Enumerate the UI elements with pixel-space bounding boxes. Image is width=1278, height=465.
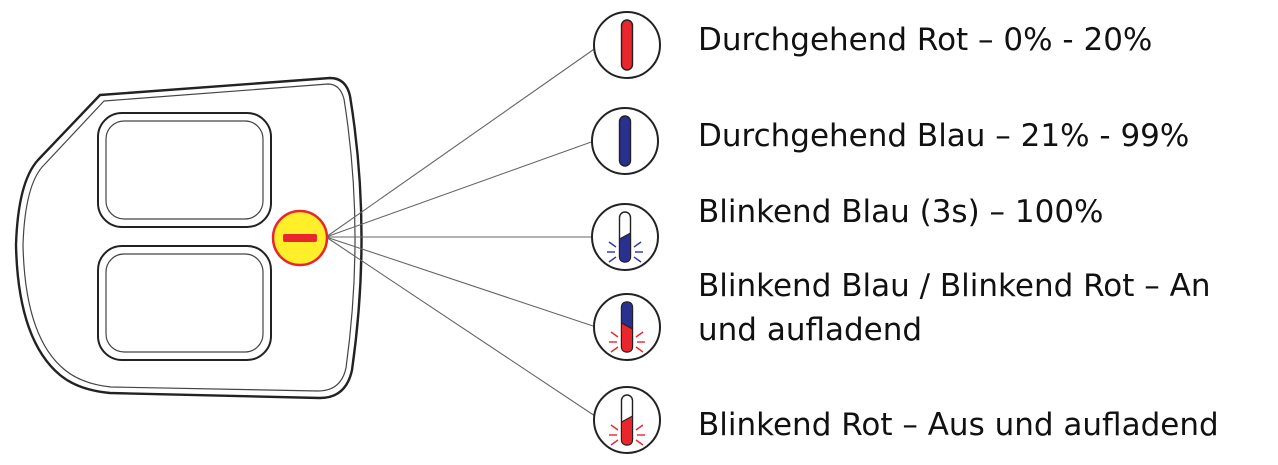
leader-line-1 <box>325 44 601 238</box>
blink-ray-5 <box>635 346 644 353</box>
device-bottom-button-outer <box>97 245 272 361</box>
indicator-blinking-blue-red-icon <box>593 293 661 361</box>
legend-text-solid-red: Durchgehend Rot – 0% - 20% <box>698 22 1153 58</box>
legend-text-blinking-blue-red: Blinkend Blau / Blinkend Rot – An und au… <box>698 268 1211 348</box>
indicator-fill <box>621 415 633 446</box>
legend-text-blinking-blue: Blinkend Blau (3s) – 100% <box>698 194 1104 230</box>
indicator-bar <box>618 115 632 167</box>
indicator-solid-red-icon <box>593 11 661 79</box>
legend-text-blinking-red: Blinkend Rot – Aus und aufladend <box>698 407 1219 443</box>
device-bottom-button-inner <box>105 253 264 353</box>
status-led-mark <box>283 234 317 242</box>
blink-ray-2 <box>608 256 617 263</box>
status-led-button <box>271 209 329 267</box>
blink-ray-3 <box>635 424 644 431</box>
leader-line-2 <box>325 140 595 238</box>
indicator-bar <box>620 19 634 71</box>
indicator-blinking-blue-icon <box>591 203 659 271</box>
device-top-button-outer <box>97 112 272 228</box>
blink-ray-0 <box>610 424 619 431</box>
blink-ray-0 <box>608 241 617 248</box>
leader-line-5 <box>325 236 602 421</box>
blink-ray-2 <box>610 439 619 446</box>
device-drawing <box>14 76 363 400</box>
indicator-fill <box>619 232 631 263</box>
device-inner-shell <box>22 83 356 392</box>
leader-lines <box>325 44 602 421</box>
blink-ray-2 <box>610 346 619 353</box>
indicator-fill-top <box>621 301 633 330</box>
indicator-fill-bottom <box>621 322 633 353</box>
blink-ray-3 <box>633 241 642 248</box>
device-outer-shell <box>14 76 363 400</box>
blink-ray-0 <box>610 331 619 338</box>
indicator-solid-blue-icon <box>591 107 659 175</box>
device-top-button-inner <box>105 120 264 220</box>
blink-ray-3 <box>635 331 644 338</box>
legend-icons <box>591 11 661 454</box>
blink-ray-5 <box>635 439 644 446</box>
blink-ray-5 <box>633 256 642 263</box>
indicator-blinking-red-icon <box>593 386 661 454</box>
legend-text-solid-blue: Durchgehend Blau – 21% - 99% <box>698 118 1190 154</box>
leader-line-4 <box>325 236 597 328</box>
